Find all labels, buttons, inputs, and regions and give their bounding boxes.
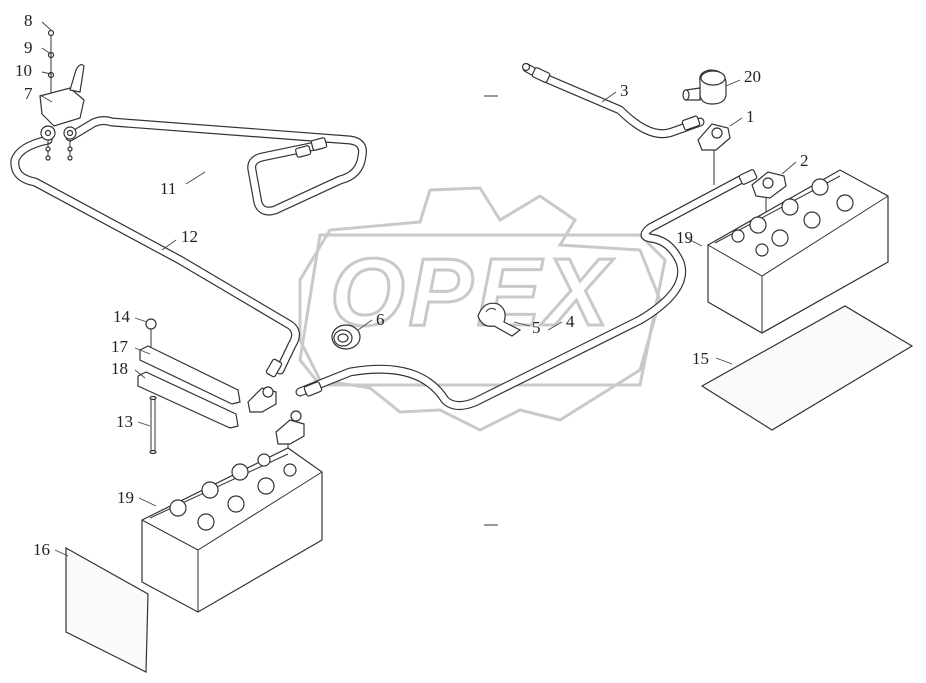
callout-2: 2 [800, 151, 809, 170]
callout-13: 13 [116, 412, 133, 431]
callout-10: 10 [15, 61, 32, 80]
clamp-5 [477, 302, 522, 337]
callout-9: 9 [24, 38, 33, 57]
callout-18: 18 [111, 359, 128, 378]
callout-15: 15 [692, 349, 709, 368]
callout-16: 16 [33, 540, 50, 559]
watermark-gear [298, 186, 667, 432]
battery-19-upper-caps [731, 178, 854, 257]
hold-down-parts [137, 318, 241, 455]
callout-4: 4 [566, 312, 575, 331]
terminal-1 [697, 123, 731, 185]
lower-terminals [247, 386, 305, 470]
mat-16 [65, 546, 149, 673]
callout-labels: 8 9 10 7 11 12 3 20 1 2 19 4 5 6 14 17 1… [15, 11, 809, 559]
mat-15 [700, 305, 914, 431]
callout-20: 20 [744, 67, 761, 86]
callout-17: 17 [111, 337, 129, 356]
battery-19-lower-caps [169, 453, 297, 531]
watermark-text: OPEX [330, 239, 614, 346]
battery-19-lower [141, 447, 323, 613]
cap-20 [682, 69, 727, 105]
callout-19-upper: 19 [676, 228, 693, 247]
watermark: OPEX [298, 186, 667, 432]
callout-3: 3 [620, 81, 629, 100]
callout-19-lower: 19 [117, 488, 134, 507]
battery-19-upper [707, 169, 889, 334]
callout-12: 12 [181, 227, 198, 246]
callout-14: 14 [113, 307, 131, 326]
callout-5: 5 [532, 318, 541, 337]
cable-4 [295, 169, 758, 410]
cable-12 [10, 135, 300, 378]
grommet-6 [331, 324, 361, 350]
leader-lines [39, 21, 797, 557]
callout-7: 7 [24, 84, 33, 103]
terminal-2 [751, 171, 787, 235]
cable-11 [65, 116, 367, 216]
callout-11: 11 [160, 179, 176, 198]
callout-6: 6 [376, 310, 385, 329]
callout-8: 8 [24, 11, 33, 30]
callout-1: 1 [746, 107, 755, 126]
cable-3 [521, 62, 705, 139]
